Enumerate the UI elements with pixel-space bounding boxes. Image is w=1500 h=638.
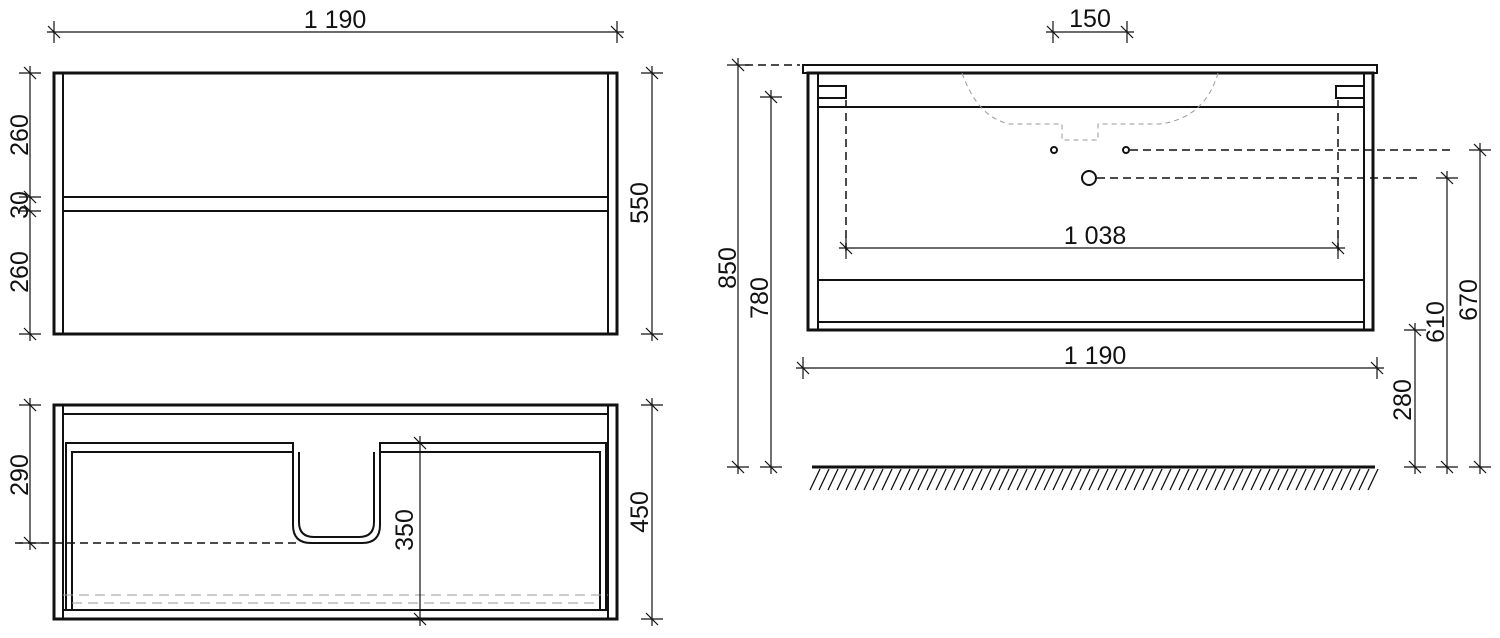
hatch-line	[1367, 468, 1379, 491]
hatch-line	[953, 468, 965, 491]
hatch-line	[1241, 468, 1253, 491]
hatch-line	[1223, 468, 1235, 491]
hatch-line	[1250, 468, 1262, 491]
hatch-line	[944, 468, 956, 491]
hatch-line	[1277, 468, 1289, 491]
rail-height-label: 30	[6, 191, 34, 219]
hatch-line	[1187, 468, 1199, 491]
tap-spacing-label: 150	[1069, 5, 1111, 33]
hatch-line	[1016, 468, 1028, 491]
hatch-line	[854, 468, 866, 491]
hatch-line	[1133, 468, 1145, 491]
cabinet-outline	[52, 71, 619, 336]
front-view: 1 190 260 30 260 550	[6, 6, 654, 341]
depth-label: 450	[626, 491, 654, 533]
hatch-line	[1214, 468, 1226, 491]
installation-view: 150 1 038 1 190 850 780 280 610 670	[714, 5, 1483, 491]
hatch-line	[872, 468, 884, 491]
top-view: 290 350 450	[6, 398, 654, 626]
hatch-line	[1088, 468, 1100, 491]
cabinet-height-label: 780	[746, 277, 774, 319]
hatch-line	[971, 468, 983, 491]
hatch-line	[1151, 468, 1163, 491]
hatch-line	[1268, 468, 1280, 491]
hatch-line	[863, 468, 875, 491]
hatch-line	[1115, 468, 1127, 491]
drawer-with-siphon-notch	[65, 442, 607, 610]
hatch-line	[1070, 468, 1082, 491]
hatch-line	[1169, 468, 1181, 491]
hatch-line	[1097, 468, 1109, 491]
hatch-line	[1313, 468, 1325, 491]
drain-hole-icon	[1081, 170, 1097, 186]
hatch-line	[1061, 468, 1073, 491]
hatch-line	[1331, 468, 1343, 491]
hatch-line	[1160, 468, 1172, 491]
hatch-line	[1259, 468, 1271, 491]
hatch-line	[1286, 468, 1298, 491]
floor-clearance-label: 280	[1389, 379, 1417, 421]
tap-hole-icon	[1050, 146, 1058, 154]
supply-hole-icon	[1122, 146, 1130, 154]
notch-depth-label: 290	[6, 454, 34, 496]
drain-height-label: 610	[1422, 301, 1450, 343]
hatch-line	[1322, 468, 1334, 491]
cabinet-outline	[806, 71, 1375, 332]
hatch-line	[1295, 468, 1307, 491]
hatch-line	[845, 468, 857, 491]
hatch-line	[980, 468, 992, 491]
hatch-line	[1304, 468, 1316, 491]
dimension-ticks	[19, 21, 1491, 626]
hatch-line	[827, 468, 839, 491]
hatch-line	[1106, 468, 1118, 491]
hatch-line	[1034, 468, 1046, 491]
hatch-line	[836, 468, 848, 491]
floor-hatch	[809, 468, 1379, 491]
height-label: 550	[626, 182, 654, 224]
width-label: 1 190	[304, 6, 367, 34]
hatch-line	[1196, 468, 1208, 491]
hatch-line	[926, 468, 938, 491]
drawer-top-height-label: 260	[6, 114, 34, 156]
width-label: 1 190	[1064, 342, 1127, 370]
hatch-line	[899, 468, 911, 491]
hatch-line	[908, 468, 920, 491]
hatch-line	[818, 468, 830, 491]
hatch-line	[1358, 468, 1370, 491]
hatch-line	[1052, 468, 1064, 491]
hatch-line	[1124, 468, 1136, 491]
inner-width-label: 1 038	[1064, 222, 1127, 250]
drawer-bottom-height-label: 260	[6, 251, 34, 293]
hatch-line	[962, 468, 974, 491]
hatch-line	[935, 468, 947, 491]
hatch-line	[917, 468, 929, 491]
hatch-line	[989, 468, 1001, 491]
hatch-line	[1178, 468, 1190, 491]
hatch-line	[1043, 468, 1055, 491]
hatch-line	[1079, 468, 1091, 491]
hatch-line	[998, 468, 1010, 491]
hatch-line	[890, 468, 902, 491]
drawer-depth-label: 350	[391, 509, 419, 551]
hatch-line	[809, 468, 821, 491]
top-outline	[52, 403, 619, 621]
hatch-line	[1205, 468, 1217, 491]
supply-height-label: 670	[1455, 279, 1483, 321]
hatch-line	[1232, 468, 1244, 491]
total-height-label: 850	[714, 247, 742, 289]
hatch-line	[1349, 468, 1361, 491]
hatch-line	[1007, 468, 1019, 491]
hatch-line	[881, 468, 893, 491]
hatch-line	[1025, 468, 1037, 491]
basin-outline	[961, 72, 1219, 141]
hatch-line	[1340, 468, 1352, 491]
hatch-line	[1142, 468, 1154, 491]
